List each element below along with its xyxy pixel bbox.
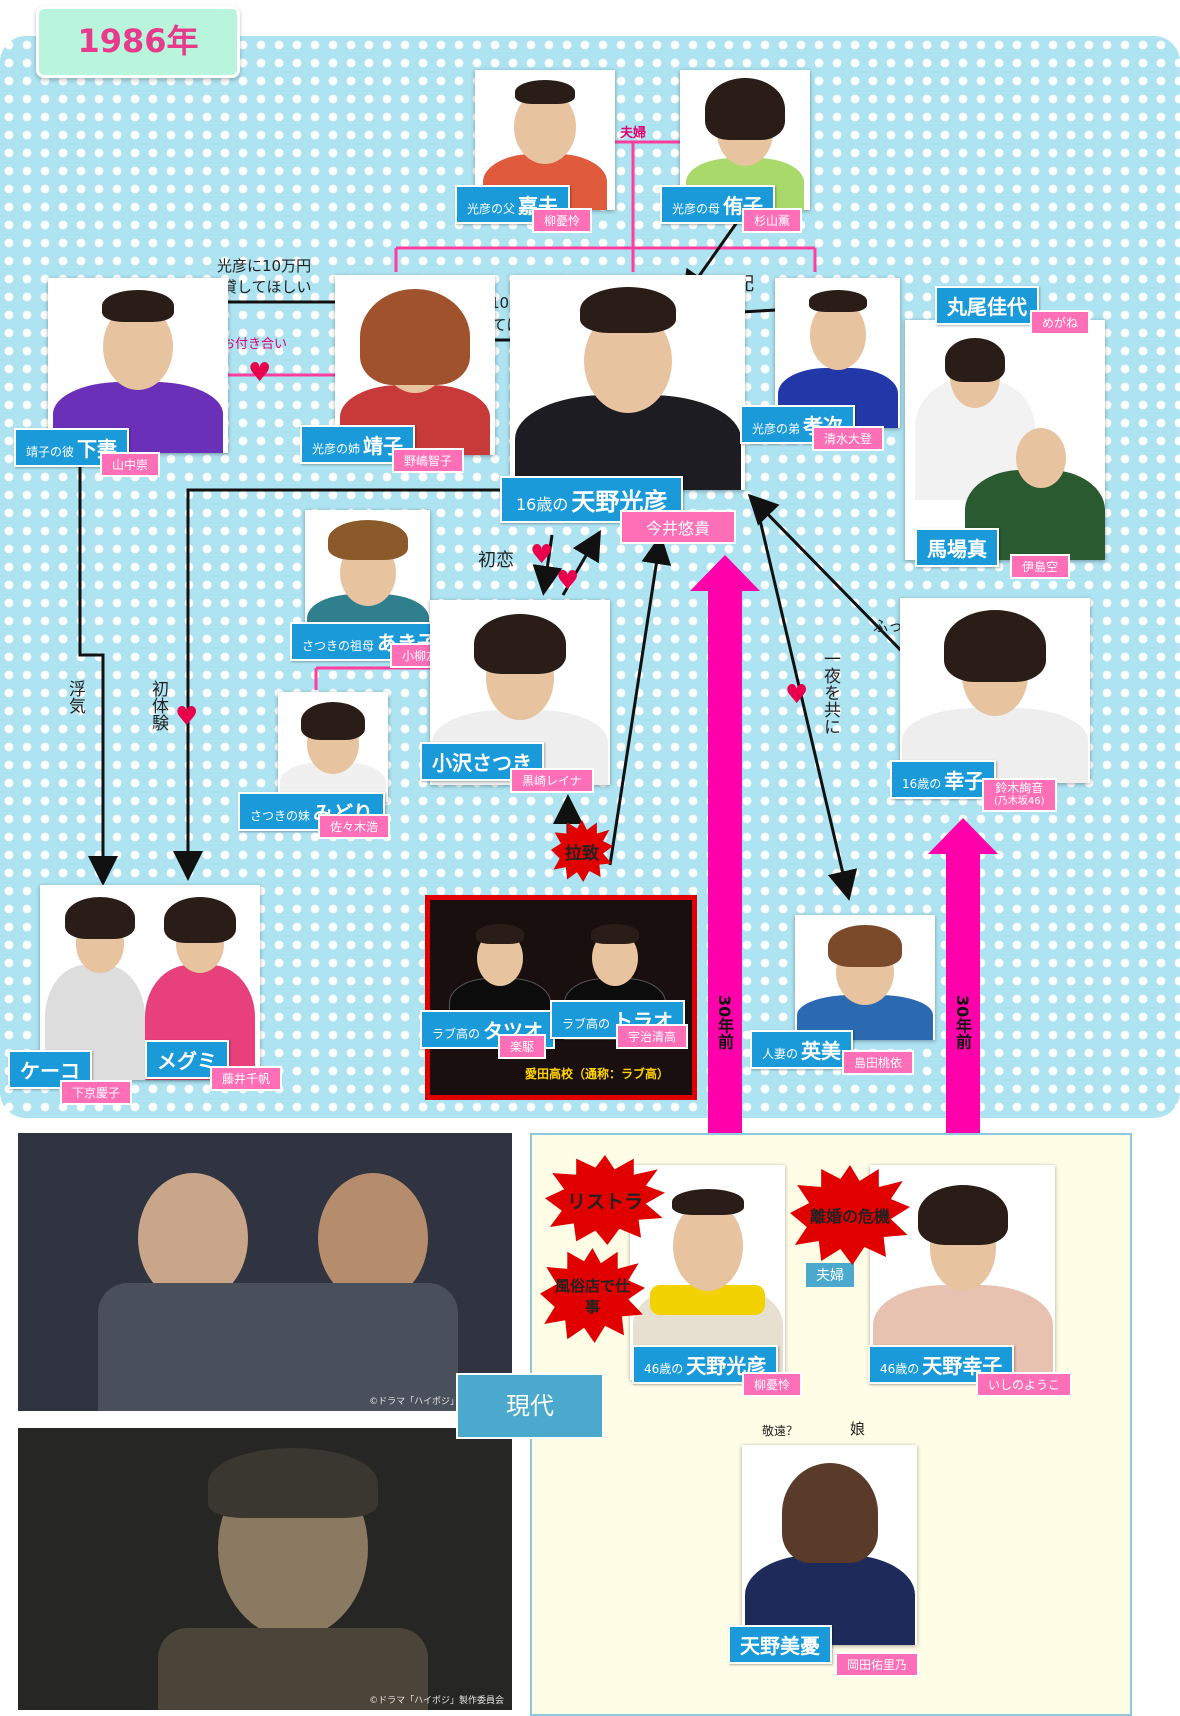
actor-baba: 伊島空 xyxy=(1010,554,1071,579)
label-couple-modern: 夫婦 xyxy=(806,1263,854,1287)
thirty-years-arrow-mitsuhiko xyxy=(690,555,760,1165)
label-daughter: 娘 xyxy=(850,1420,866,1438)
photo-sachiko16 xyxy=(900,598,1090,783)
actor-shimozuma: 山中崇 xyxy=(100,452,161,477)
photo-midori xyxy=(278,692,388,802)
photo-shimozuma xyxy=(48,278,228,453)
actor-hidemi: 島田桃依 xyxy=(842,1050,915,1075)
label-respect: 敬遠？ xyxy=(762,1424,799,1438)
role-miyu: 天野美憂 xyxy=(728,1625,832,1664)
photo-miyu xyxy=(742,1445,917,1645)
heart-icon: ♥ xyxy=(530,540,554,570)
modern-tag: 現代 xyxy=(456,1373,604,1439)
photo-mitsuhiko46 xyxy=(630,1165,785,1380)
school-caption: 愛田高校（通称：ラブ高） xyxy=(525,1067,670,1081)
photo-kayo-baba xyxy=(905,320,1105,560)
scene-still-homeless: ©ドラマ「ハイポジ」製作委員会 xyxy=(18,1428,512,1710)
photo-hidemi xyxy=(795,915,935,1040)
actor-midori: 佐々木浩 xyxy=(318,814,391,839)
actor-megumi: 藤井千帆 xyxy=(210,1066,283,1091)
thirty-years-label-2: 30年前 xyxy=(953,995,972,1050)
thirty-years-arrow-sachiko xyxy=(928,818,998,1163)
actor-sachiko46: いしのようこ xyxy=(976,1372,1073,1397)
actor-koji: 清水大登 xyxy=(812,426,885,451)
heart-icon: ♥ xyxy=(248,358,272,388)
actor-nobuko: 杉山薫 xyxy=(742,208,803,233)
year-tag: 1986年 xyxy=(36,6,240,78)
role-sachiko46: 46歳の天野幸子 xyxy=(868,1345,1015,1384)
actor-seiko: 野嶋智子 xyxy=(392,448,465,473)
label-loan-1b: 貸してほしい xyxy=(222,278,312,296)
actor-mitsuhiko46: 柳憂怜 xyxy=(742,1372,803,1397)
label-loan-1a: 光彦に10万円 xyxy=(217,257,312,275)
label-first-time: 初体験 xyxy=(148,680,168,731)
actor-miyu: 岡田佑里乃 xyxy=(835,1652,920,1677)
role-kazuo: 光彦の父嘉夫 xyxy=(455,185,571,224)
heart-icon: ♥ xyxy=(175,702,199,732)
actor-kazuo: 柳憂怜 xyxy=(532,208,593,233)
role-megumi: メグミ xyxy=(145,1040,229,1079)
love-high-frame: 愛田高校（通称：ラブ高） xyxy=(425,895,697,1100)
label-one-night: 一夜を共に xyxy=(820,650,840,735)
role-shimozuma: 靖子の彼下妻 xyxy=(14,428,130,467)
actor-mitsuhiko16: 今井悠貴 xyxy=(620,510,737,544)
actor-satsuki: 黒崎レイナ xyxy=(510,768,594,793)
actor-keiko: 下京慶子 xyxy=(60,1080,133,1105)
role-hidemi: 人妻の英美 xyxy=(750,1030,854,1069)
heart-icon: ♥ xyxy=(556,566,580,596)
actor-torao: 宇治清高 xyxy=(616,1024,689,1049)
actor-tatsuo: 楽駆 xyxy=(498,1034,547,1059)
label-first-love: 初恋 xyxy=(478,550,514,571)
heart-icon: ♥ xyxy=(785,680,809,710)
scene-still-couple: ©ドラマ「ハイポジ」製作委員会 xyxy=(18,1133,512,1411)
thirty-years-label-1: 30年前 xyxy=(715,995,734,1050)
label-dating: お付き合い xyxy=(222,337,288,352)
label-cheating: 浮気 xyxy=(65,680,85,714)
role-baba: 馬場真 xyxy=(915,528,999,567)
actor-kayo: めがね xyxy=(1030,310,1091,335)
actor-sachiko16: 鈴木絢音(乃木坂46) xyxy=(982,778,1057,812)
label-couple-top: 夫婦 xyxy=(620,126,647,141)
role-kayo: 丸尾佳代 xyxy=(935,286,1039,325)
role-sachiko16: 16歳の幸子 xyxy=(890,760,997,799)
photo-mitsuhiko16 xyxy=(510,275,745,490)
